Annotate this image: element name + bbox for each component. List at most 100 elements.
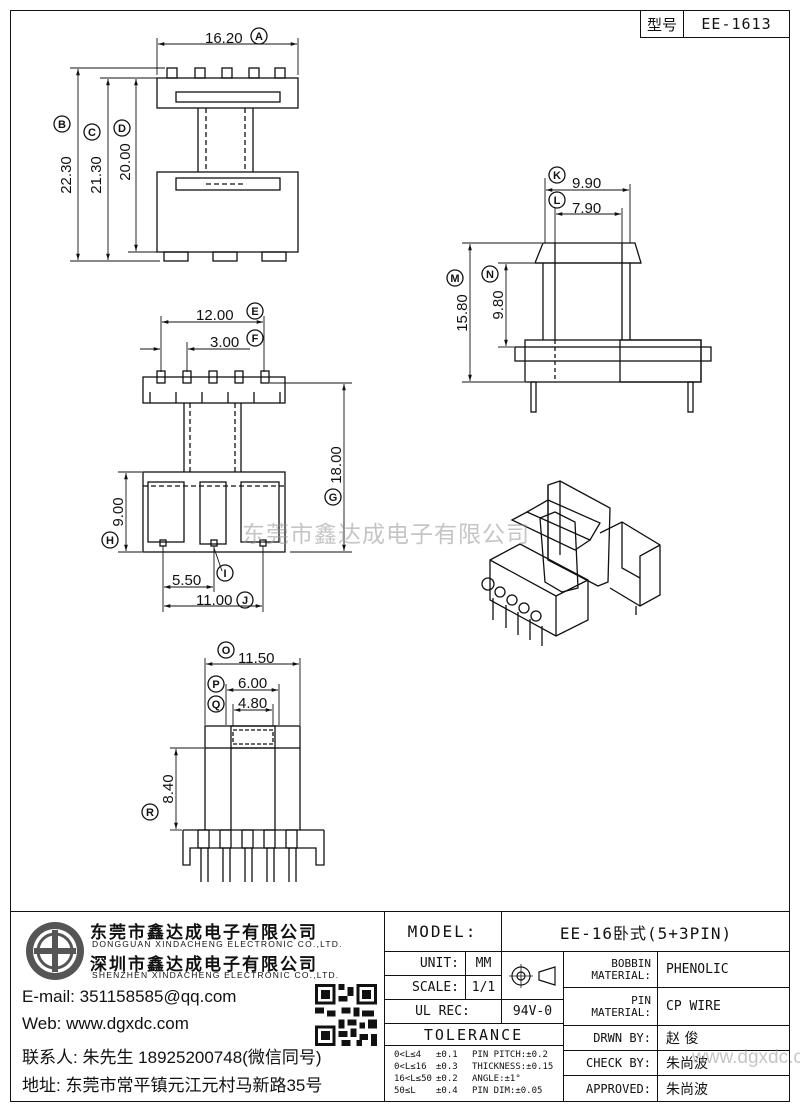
pin-label-line2: MATERIAL: xyxy=(591,1005,651,1019)
drawing-frame xyxy=(10,10,790,1102)
tol-range-4: 50≤L xyxy=(394,1086,416,1096)
pin-material-value: CP WIRE xyxy=(658,988,790,1026)
tolerance-table: 0<L≤4 ±0.1 PIN PITCH:±0.2 0<L≤16 ±0.3 TH… xyxy=(384,1046,564,1102)
tag-a: A xyxy=(250,27,268,45)
model-value: EE-16卧式(5+3PIN) xyxy=(502,912,790,952)
svg-text:B: B xyxy=(58,119,66,131)
side-view xyxy=(462,178,712,413)
tol-value-4: ±0.4 xyxy=(436,1086,458,1096)
svg-text:N: N xyxy=(486,269,494,281)
pin-material-label: PIN MATERIAL: xyxy=(564,988,658,1026)
tag-h: H xyxy=(101,531,119,549)
svg-text:O: O xyxy=(222,645,231,657)
dim-n-value: 9.80 xyxy=(490,290,507,319)
ul-rec-label: UL REC: xyxy=(384,1000,502,1024)
svg-text:F: F xyxy=(252,333,259,345)
ul-rec-value: 94V-0 xyxy=(502,1000,564,1024)
svg-text:L: L xyxy=(554,195,561,207)
dim-r-value: 8.40 xyxy=(160,774,177,803)
svg-text:D: D xyxy=(118,123,126,135)
dim-k-value: 9.90 xyxy=(572,175,601,192)
tol-value-1: ±0.1 xyxy=(436,1050,458,1060)
tag-m: M xyxy=(446,269,464,287)
bobbin-label-line1: BOBBIN xyxy=(611,956,651,970)
dim-o-value: 11.50 xyxy=(238,650,274,667)
tol-range-1: 0<L≤4 xyxy=(394,1050,422,1060)
model-number-box: EE-1613 xyxy=(683,10,790,38)
svg-text:I: I xyxy=(223,568,226,580)
dim-g-value: 18.00 xyxy=(328,446,345,484)
company-name-shenzhen: 深圳市鑫达成电子有限公司 xyxy=(90,955,318,974)
tol-range-3: 16<L≤50 xyxy=(394,1074,432,1084)
dim-q-value: 4.80 xyxy=(238,695,267,712)
front-view xyxy=(118,316,352,612)
svg-text:Q: Q xyxy=(212,699,221,711)
unit-value: MM xyxy=(466,952,502,976)
tag-e: E xyxy=(246,302,264,320)
company-address: 地址: 东莞市常平镇元江元村马新路35号 xyxy=(22,1076,323,1095)
tag-f: F xyxy=(246,329,264,347)
svg-text:E: E xyxy=(251,306,258,318)
dim-f-value: 3.00 xyxy=(210,334,239,351)
dim-a-value: 16.20 xyxy=(205,30,243,47)
bobbin-material-label: BOBBIN MATERIAL: xyxy=(564,952,658,988)
tol-item-2: THICKNESS:±0.15 xyxy=(472,1062,554,1072)
dim-c-value: 21.30 xyxy=(88,156,105,194)
tol-item-3: ANGLE:±1° xyxy=(472,1074,521,1084)
svg-text:G: G xyxy=(329,492,338,504)
tag-o: O xyxy=(217,641,235,659)
svg-text:M: M xyxy=(450,273,459,285)
end-view xyxy=(170,658,325,882)
tag-b: B xyxy=(53,115,71,133)
check-by-label: CHECK BY: xyxy=(564,1051,658,1076)
svg-text:P: P xyxy=(212,679,219,691)
svg-text:R: R xyxy=(146,807,154,819)
tag-r: R xyxy=(141,803,159,821)
tol-item-1: PIN PITCH:±0.2 xyxy=(472,1050,548,1060)
tag-l: L xyxy=(548,191,566,209)
tol-value-2: ±0.3 xyxy=(436,1062,458,1072)
tag-q: Q xyxy=(207,695,225,713)
tag-i: I xyxy=(216,564,234,582)
tolerance-label: TOLERANCE xyxy=(384,1024,564,1046)
tol-item-4: PIN DIM:±0.05 xyxy=(472,1086,543,1096)
scale-label: SCALE: xyxy=(384,976,466,1000)
dim-h-value: 9.00 xyxy=(110,497,127,526)
company-website: Web: www.dgxdc.com xyxy=(22,1014,189,1033)
tol-range-2: 0<L≤16 xyxy=(394,1062,427,1072)
isometric-view xyxy=(481,480,661,646)
drawn-by-label: DRWN BY: xyxy=(564,1026,658,1051)
dim-l-value: 7.90 xyxy=(572,200,601,217)
tol-value-3: ±0.2 xyxy=(436,1074,458,1084)
dim-j-value: 11.00 xyxy=(196,592,232,609)
tag-g: G xyxy=(324,488,342,506)
top-view xyxy=(70,38,299,262)
company-name-shenzhen-en: SHENZHEN XINDACHENG ELECTRONIC CO.,LTD. xyxy=(92,970,340,980)
model-label: MODEL: xyxy=(384,912,502,952)
tag-n: N xyxy=(481,265,499,283)
projection-symbol-cell xyxy=(502,952,564,1000)
svg-text:J: J xyxy=(242,595,248,607)
dim-b-value: 22.30 xyxy=(58,156,75,194)
approved-label: APPROVED: xyxy=(564,1076,658,1102)
tag-d: D xyxy=(113,119,131,137)
scale-value: 1/1 xyxy=(466,976,502,1000)
tag-c: C xyxy=(83,123,101,141)
dim-p-value: 6.00 xyxy=(238,675,267,692)
qr-code-icon xyxy=(315,984,377,1046)
svg-text:C: C xyxy=(88,127,96,139)
svg-text:H: H xyxy=(106,535,114,547)
tag-k: K xyxy=(548,166,566,184)
title-table: MODEL: EE-16卧式(5+3PIN) UNIT: MM SCALE: 1… xyxy=(384,912,790,1102)
approved-value: 朱尚波 xyxy=(666,1082,708,1098)
footer-divider xyxy=(10,911,790,912)
svg-text:A: A xyxy=(255,31,263,43)
company-name-dongguan: 东莞市鑫达成电子有限公司 xyxy=(90,923,318,942)
company-info: 东莞市鑫达成电子有限公司 DONGGUAN XINDACHENG ELECTRO… xyxy=(12,912,384,1100)
watermark-text: 东莞市鑫达成电子有限公司 xyxy=(242,521,530,547)
bobbin-label-line2: MATERIAL: xyxy=(591,968,651,982)
tag-p: P xyxy=(207,675,225,693)
drawn-by-value: 赵 俊 xyxy=(658,1026,790,1051)
tag-j: J xyxy=(236,591,254,609)
